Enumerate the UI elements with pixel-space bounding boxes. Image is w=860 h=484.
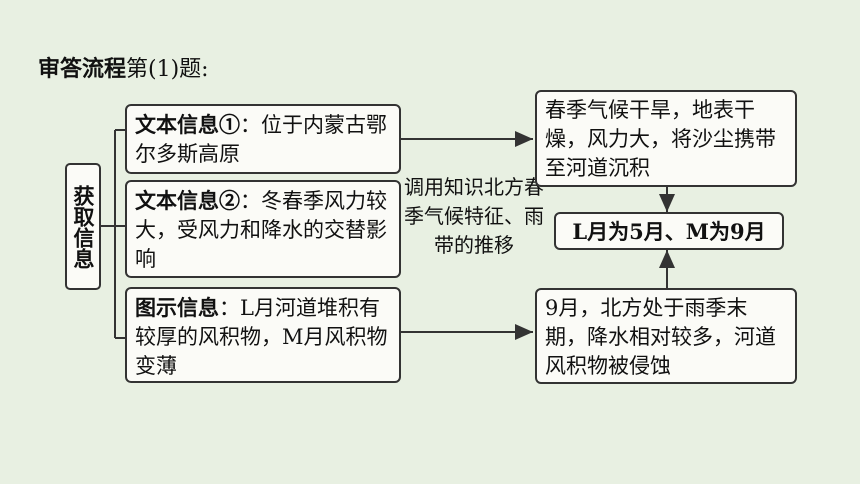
left-box-text-info-2: 文本信息②：冬春季风力较大，受风力和降水的交替影响 (125, 180, 401, 278)
title-bold: 审答流程 (38, 57, 127, 82)
right-box-spring: 春季气候干旱，地表干燥，风力大，将沙尘携带至河道沉积 (535, 90, 797, 187)
left-box-figure-info: 图示信息：L月河道堆积有较厚的风积物，M月风积物变薄 (125, 287, 401, 383)
side-label-get-info: 获取信息 (65, 163, 101, 290)
conclusion-box: L月为5月、M为9月 (554, 212, 784, 250)
left-box-head: 图示信息 (135, 295, 219, 320)
left-box-text-info-1: 文本信息①：位于内蒙古鄂尔多斯高原 (125, 104, 401, 174)
left-box-body: ：L月河道堆积有较厚的风积物，M月风积物变薄 (135, 296, 388, 378)
right-box-september: 9月，北方处于雨季末期，降水相对较多，河道风积物被侵蚀 (535, 288, 797, 384)
left-box-head: 文本信息② (135, 188, 240, 213)
page-title: 审答流程第(1)题: (38, 56, 209, 84)
left-box-head: 文本信息① (135, 112, 240, 137)
middle-knowledge-text: 调用知识北方春季气候特征、雨带的推移 (404, 175, 544, 257)
left-box-body: ：冬春季风力较大，受风力和降水的交替影响 (135, 189, 387, 271)
left-box-body: ：位于内蒙古鄂尔多斯高原 (135, 113, 387, 166)
title-rest: 第(1)题: (126, 57, 209, 82)
